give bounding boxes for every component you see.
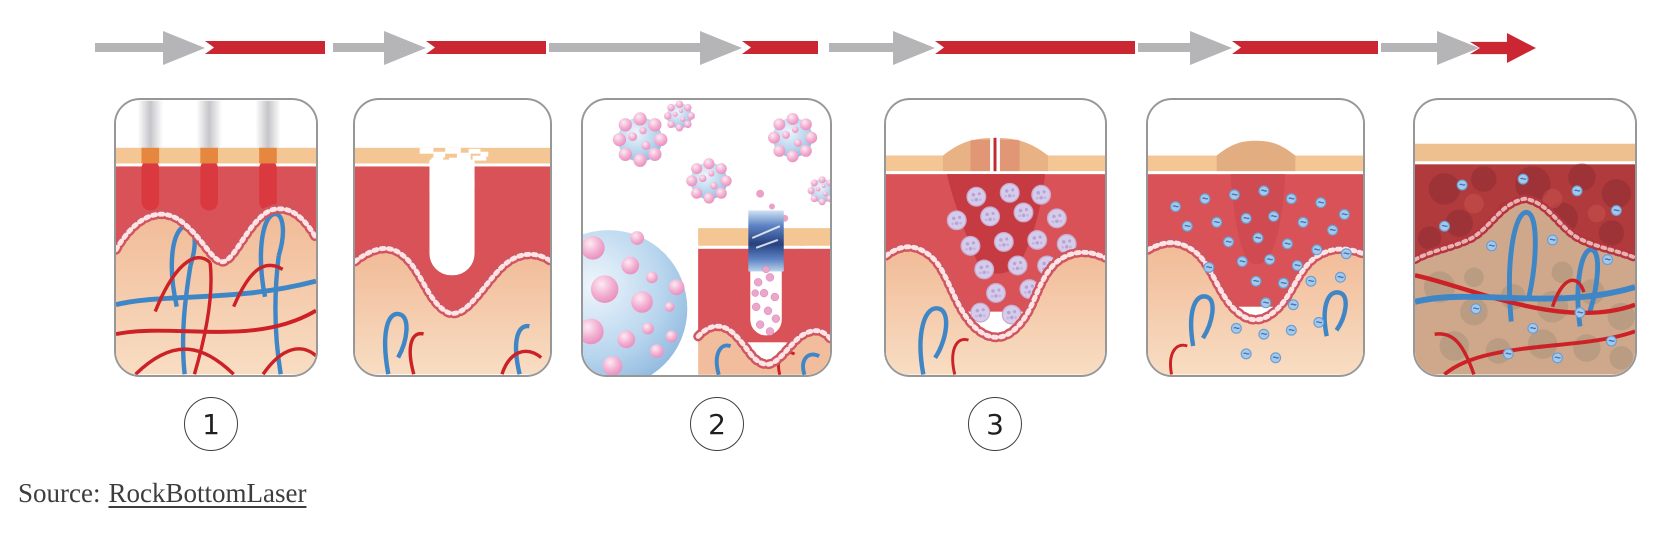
stage-panel-6-skin-remodeling <box>1413 98 1637 377</box>
source-prefix: Source: <box>18 478 101 508</box>
timeline-red-segment <box>426 41 546 54</box>
healing-illustration <box>1415 100 1635 375</box>
timeline-gray-arrowhead-icon <box>1437 31 1479 65</box>
timeline-gray-arrowhead-icon <box>893 31 935 65</box>
step-badge-3: 3 <box>968 397 1022 451</box>
step-badge-1-label: 1 <box>202 407 220 441</box>
stage-panel-1-laser-beams <box>114 98 318 377</box>
particles-illustration <box>583 100 830 375</box>
step-badge-1: 1 <box>184 397 238 451</box>
timeline-gray-shaft <box>1381 43 1437 52</box>
timeline-gray-arrowhead-icon <box>384 31 426 65</box>
step-badge-2: 2 <box>690 397 744 451</box>
stage-panel-5-particles-absorbing <box>1146 98 1365 377</box>
timeline-red-segment <box>742 41 818 54</box>
timeline-red-arrowhead-icon <box>1470 33 1536 63</box>
source-link[interactable]: RockBottomLaser <box>108 478 307 508</box>
dermis-particles-illustration <box>886 100 1105 375</box>
skin-channel-illustration <box>355 100 550 375</box>
timeline-red-segment <box>205 41 325 54</box>
timeline-gray-shaft <box>333 43 384 52</box>
skin-laser-illustration <box>116 100 316 375</box>
timeline-red-segment <box>1232 41 1378 54</box>
timeline-red-segment <box>935 41 1135 54</box>
source-line: Source:RockBottomLaser <box>18 478 306 509</box>
timeline-gray-shaft <box>95 43 163 52</box>
absorption-illustration <box>1148 100 1363 375</box>
stage-panel-2-ablated-channel <box>353 98 552 377</box>
timeline-gray-shaft <box>1138 43 1190 52</box>
timeline-gray-arrowhead-icon <box>1190 31 1232 65</box>
step-badge-2-label: 2 <box>708 407 726 441</box>
timeline-gray-arrowhead-icon <box>163 31 205 65</box>
stage-panel-4-particles-in-dermis <box>884 98 1107 377</box>
step-badge-3-label: 3 <box>986 407 1004 441</box>
stage-panel-3-serum-particles <box>581 98 832 377</box>
timeline-gray-shaft <box>549 43 700 52</box>
timeline-gray-arrowhead-icon <box>700 31 742 65</box>
timeline-gray-shaft <box>829 43 893 52</box>
